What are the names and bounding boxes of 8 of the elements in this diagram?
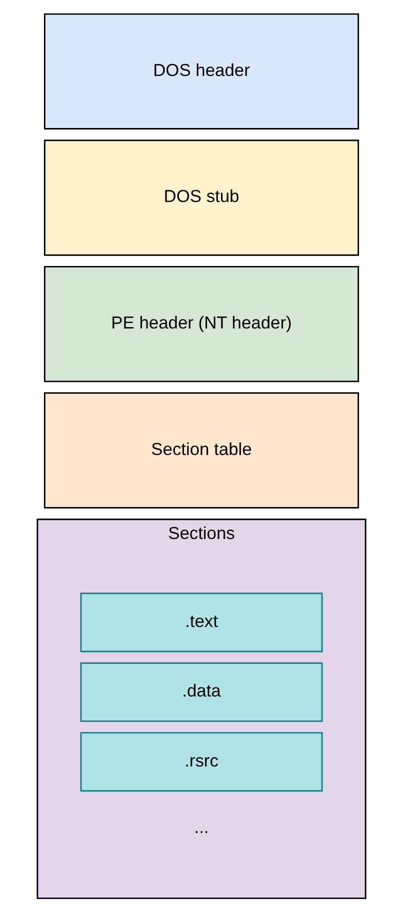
node-box: .text xyxy=(80,592,323,652)
label: ... xyxy=(194,817,209,838)
node-box: Section table xyxy=(44,392,360,508)
node-box: PE header (NT header) xyxy=(44,266,360,382)
node-box: DOS stub xyxy=(44,140,360,256)
node-box: .data xyxy=(80,662,323,722)
node-box: .rsrc xyxy=(80,732,323,792)
node-box: DOS header xyxy=(44,13,360,130)
